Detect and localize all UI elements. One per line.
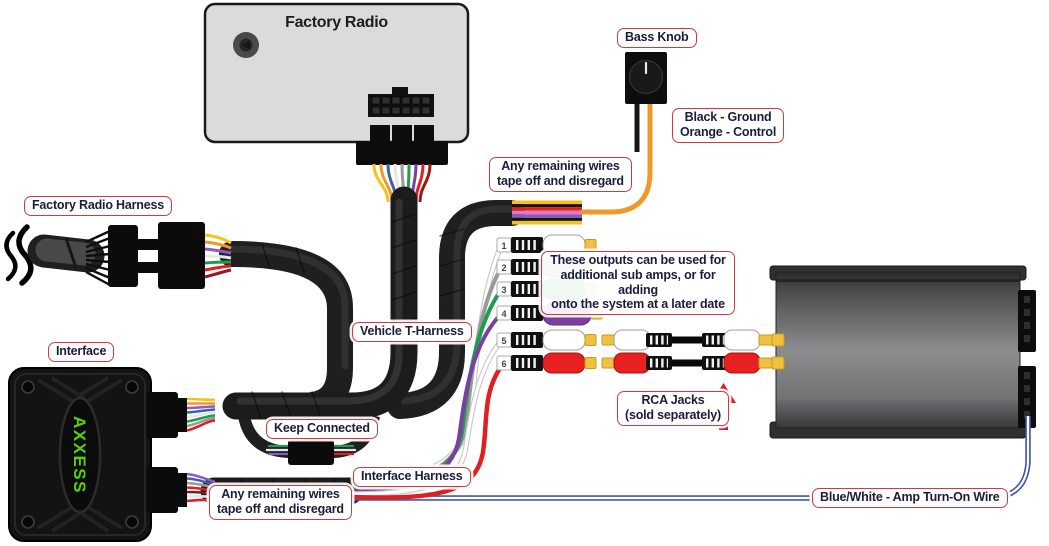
interface-top-connector bbox=[146, 392, 216, 438]
label-rca-jacks: RCA Jacks (sold separately) bbox=[617, 391, 729, 426]
svg-text:2: 2 bbox=[501, 263, 506, 273]
label-interface-harness: Interface Harness bbox=[353, 467, 471, 487]
harness-looms bbox=[219, 186, 525, 420]
keep-connected-connector bbox=[288, 440, 334, 465]
interface-bottom-connector bbox=[146, 467, 216, 513]
label-these-outputs: These outputs can be used for additional… bbox=[541, 251, 735, 315]
interface-brand: AXXESS bbox=[70, 416, 89, 494]
svg-text:1: 1 bbox=[501, 241, 506, 251]
rca-patch-cable-red bbox=[601, 352, 785, 374]
rca-lead-wires bbox=[351, 244, 505, 500]
label-interface: Interface bbox=[48, 342, 115, 362]
factory-radio-device bbox=[203, 2, 470, 165]
interface-device bbox=[8, 367, 152, 542]
label-factory-radio-harness: Factory Radio Harness bbox=[24, 196, 172, 216]
label-keep-connected: Keep Connected bbox=[266, 419, 378, 439]
factory-radio-harness-assembly bbox=[4, 222, 232, 289]
amp-terminal-blocks bbox=[1018, 290, 1036, 428]
label-vehicle-t-harness: Vehicle T-Harness bbox=[352, 322, 472, 342]
wavy-lines-icon bbox=[4, 224, 34, 286]
logo-oval bbox=[58, 396, 102, 514]
screws bbox=[21, 380, 139, 529]
bass-knob-orange-wire bbox=[581, 104, 653, 215]
radio-knob-icon bbox=[233, 32, 259, 58]
harness-connector-female bbox=[158, 222, 205, 289]
radio-connector bbox=[356, 87, 448, 165]
rca-jack-1: 1 bbox=[496, 234, 597, 256]
label-any-remaining-top: Any remaining wires tape off and disrega… bbox=[489, 157, 632, 192]
rca-patch-cable-white bbox=[601, 329, 785, 351]
svg-text:4: 4 bbox=[501, 309, 506, 319]
remaining-wires-ribbon bbox=[512, 200, 582, 225]
label-any-remaining-bottom: Any remaining wires tape off and disrega… bbox=[209, 485, 352, 520]
svg-text:6: 6 bbox=[501, 359, 506, 369]
vehicle-t-harness-loom bbox=[222, 186, 418, 420]
label-bass-knob: Bass Knob bbox=[617, 28, 697, 48]
rca-jack-6: 6 bbox=[496, 352, 597, 374]
svg-text:3: 3 bbox=[501, 285, 506, 295]
amplifier-device bbox=[769, 265, 1036, 439]
label-amp-turn-on: Blue/White - Amp Turn-On Wire bbox=[812, 488, 1008, 508]
label-bass-knob-legend: Black - Ground Orange - Control bbox=[672, 108, 785, 143]
harness-connector-male bbox=[108, 225, 138, 287]
svg-text:5: 5 bbox=[501, 336, 506, 346]
factory-radio-title: Factory Radio bbox=[285, 14, 388, 31]
bass-knob-device bbox=[581, 52, 667, 215]
rca-jack-5: 5 bbox=[496, 329, 597, 351]
left-harness-loom bbox=[219, 241, 353, 418]
